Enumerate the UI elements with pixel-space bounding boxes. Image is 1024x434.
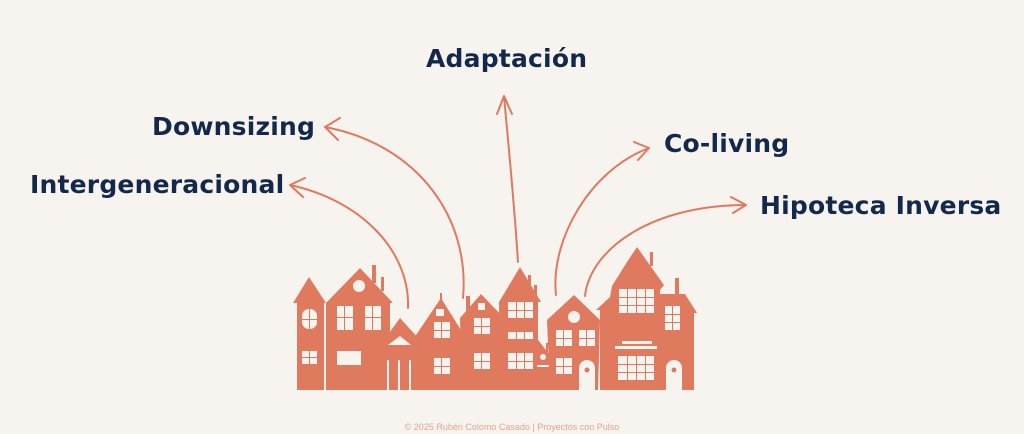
arrow-coliving: [554, 141, 650, 296]
label-intergeneracional: Intergeneracional: [30, 170, 285, 199]
label-hipoteca-inversa: Hipoteca Inversa: [760, 191, 1002, 220]
arrow-adaptacion: [496, 95, 519, 263]
footer-copyright: © 2025 Rubén Colomo Casado: [404, 422, 530, 432]
footer-separator: |: [532, 422, 535, 432]
arrow-hipoteca: [584, 196, 747, 297]
label-downsizing: Downsizing: [152, 112, 316, 141]
label-coliving: Co-living: [664, 129, 790, 158]
arrow-intergeneracional: [289, 177, 410, 309]
arrows: [289, 95, 747, 309]
window-mullions: [302, 289, 680, 380]
label-adaptacion: Adaptación: [426, 44, 588, 73]
footer: © 2025 Rubén Colomo Casado | Proyectos c…: [0, 422, 1024, 432]
footer-brand: Proyectos con Pulso: [537, 422, 620, 432]
arrow-downsizing: [324, 117, 465, 299]
